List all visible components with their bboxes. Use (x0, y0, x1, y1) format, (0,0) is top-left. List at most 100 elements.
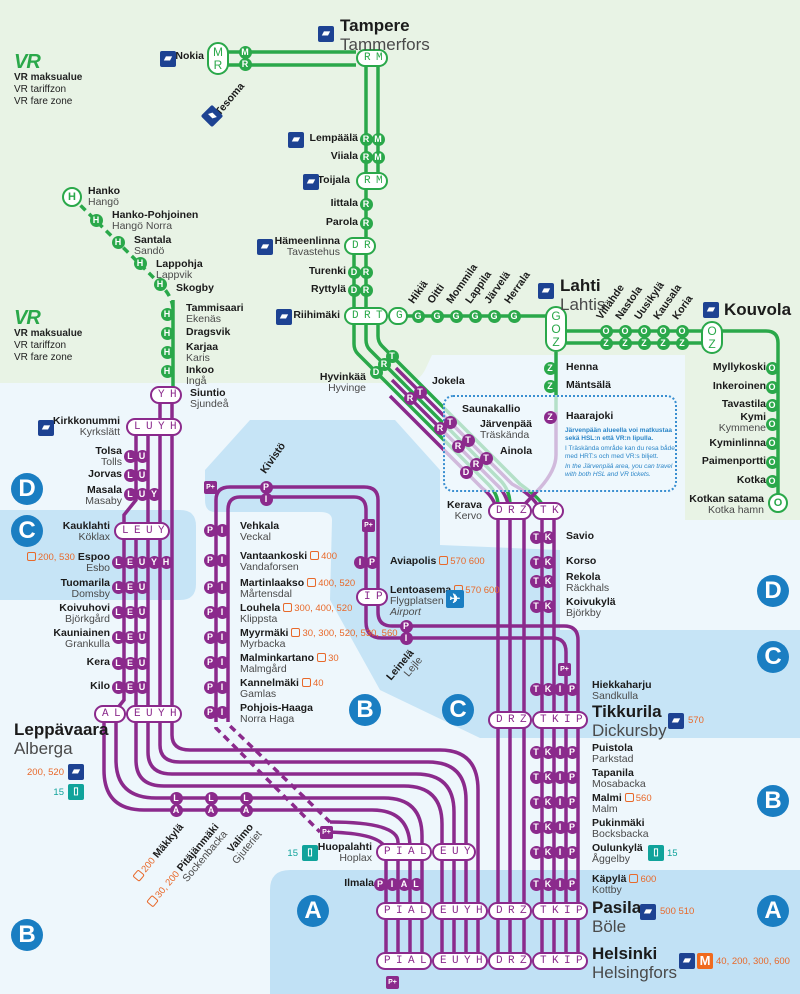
bus-icon (317, 653, 327, 662)
bus-connection: 30 (317, 653, 339, 664)
station-name: Inkeroinen (712, 380, 766, 392)
bus-lines: 570 600 (465, 585, 500, 596)
station-name: Dragsvik (186, 326, 231, 338)
station-code-circle: K (541, 820, 555, 834)
station-name-sv: Björkby (566, 607, 602, 619)
station-name-sv: Malmgård (240, 663, 287, 675)
station-name-sv: Myrbacka (240, 638, 286, 650)
station-name-sv: Ingå (186, 375, 207, 387)
note-sv: I Träskända område kan du resa både med … (565, 445, 675, 460)
station-code-circle: R (359, 150, 373, 164)
station-code-circle: Z (656, 336, 670, 350)
legend-fi: VR maksualue (14, 328, 83, 339)
station-code-circle: K (541, 530, 555, 544)
station-code-pill: YH (150, 386, 182, 404)
station-name-sv: Grankulla (65, 638, 110, 650)
station-name: Kannelmäki (240, 677, 299, 689)
tram-icon: ▯ (648, 845, 664, 861)
station-code-circle: O (618, 324, 632, 338)
bus-lines: 500 510 (660, 906, 695, 917)
station-code-circle: L (204, 791, 218, 805)
station-label: Toijala (318, 175, 350, 186)
station-name-sv: Tammerfors (340, 35, 430, 54)
station-code-circle: P (203, 523, 217, 537)
station-name-sv: Kyrkslätt (79, 426, 120, 438)
station-code-circle: I (553, 682, 567, 696)
station-name: Tapanila (592, 767, 634, 779)
station-name: Hiekkaharju (592, 679, 652, 691)
station-code-pill: LEUY (114, 522, 170, 540)
station-name: Espoo (77, 551, 110, 563)
station-code-circle: G (430, 309, 444, 323)
train-icon: ▰ (160, 51, 176, 67)
station-name-sv: Gamlas (240, 688, 277, 700)
station-name-sv: Esbo (86, 562, 110, 574)
station-name: Henna (566, 361, 599, 373)
line-t (376, 324, 544, 506)
station-name-sv: Vandaforsen (240, 561, 299, 573)
station-code-circle: G (411, 309, 425, 323)
station-code-terminus: H (62, 187, 82, 207)
station-code-circle: R (433, 421, 447, 435)
line-p-dashed (214, 715, 322, 834)
station-code-circle: T (529, 574, 543, 588)
bus-lines: 200, 520 (27, 767, 64, 778)
legend-sv: VR tariffzon (14, 84, 67, 95)
station-code-pill: G (388, 307, 408, 325)
station-code-circle: P (565, 877, 579, 891)
station-code-circle: T (443, 415, 457, 429)
station-name-sv: Kymmene (718, 422, 766, 434)
station-code-pill: IP (356, 588, 388, 606)
station-code-letter: Z (708, 337, 716, 351)
station-code-circle: U (135, 680, 149, 694)
station-code-circle: I (259, 492, 273, 506)
station-name: Riihimäki (293, 309, 340, 321)
train-icon: ▰ (538, 283, 554, 299)
station-code-circle: K (541, 845, 555, 859)
bus-connection: 400, 520 (307, 578, 355, 589)
station-name: Haarajoki (566, 410, 614, 422)
station-code-circle: Z (543, 361, 557, 375)
station-code-circle: Z (637, 336, 651, 350)
station-code-pill: EUYH (432, 902, 488, 920)
station-code-circle: O (656, 324, 670, 338)
train-icon: ▰ (257, 239, 273, 255)
zone-c-badge: C (757, 641, 789, 673)
station-name-sv: Sjundeå (190, 398, 229, 410)
station-name: Ilmala (344, 877, 374, 889)
station-name: Kirkkonummi (52, 415, 120, 427)
bus-connection: 30, 300, 520, 530, 560 (291, 628, 398, 639)
station-code-circle: P (203, 655, 217, 669)
zone-c-badge: C (11, 515, 43, 547)
tram-icon: ▯ (68, 784, 84, 800)
station-code-circle: H (133, 256, 147, 270)
station-name-sv: Flygplatsen (390, 595, 444, 607)
station-name: Kouvola (724, 300, 792, 319)
station-code-circle: L (169, 791, 183, 805)
legend-sv: VR tariffzon (14, 340, 67, 351)
station-name: Kauklahti (62, 520, 110, 532)
station-code-circle: P (565, 682, 579, 696)
station-code-circle: H (89, 213, 103, 227)
bus-icon (283, 603, 293, 612)
zone-b-badge: B (757, 785, 789, 817)
station-name: Hämeenlinna (274, 235, 340, 247)
train-icon: ▰ (703, 302, 719, 318)
station-name: Kerava (446, 499, 482, 511)
station-code-circle: Z (599, 336, 613, 350)
zone-d-badge: D (11, 473, 43, 505)
station-label: Ainola (500, 446, 532, 457)
station-code-circle: P (373, 877, 387, 891)
station-code-circle: L (111, 656, 125, 670)
station-name-sv: Räckhals (566, 582, 610, 594)
